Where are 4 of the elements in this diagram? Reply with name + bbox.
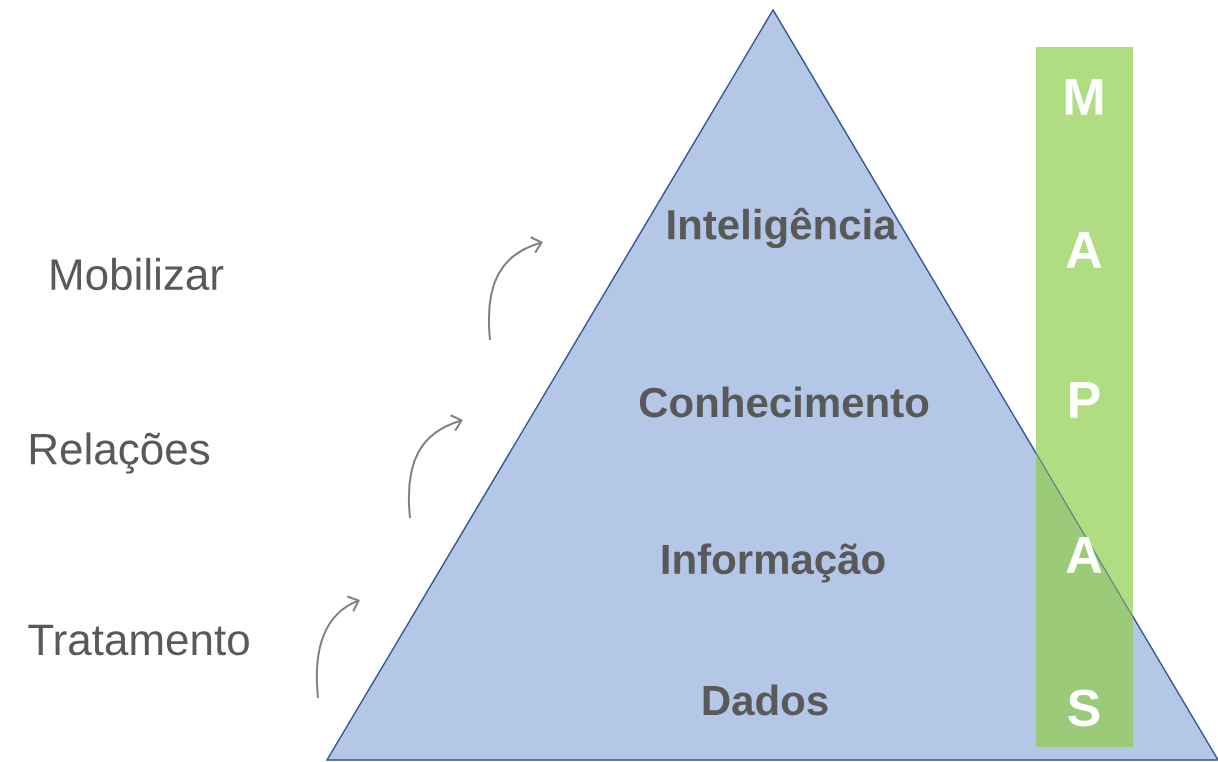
letter-bar: M A P A S (1035, 47, 1134, 747)
side-label: Mobilizar (51, 257, 224, 291)
side-label: Relações (30, 432, 210, 474)
side-label: Tratamento (28, 624, 249, 656)
